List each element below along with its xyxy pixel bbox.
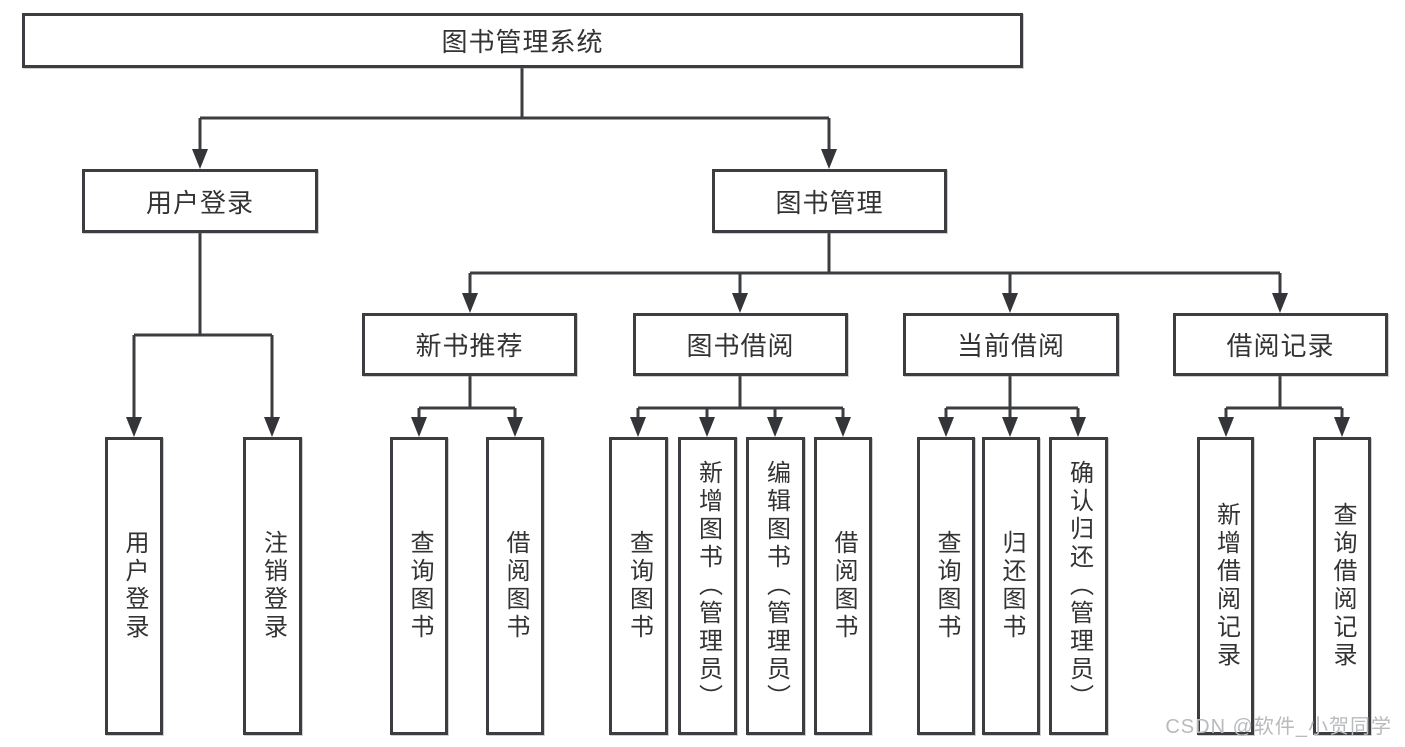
leaf-records-query-label: 查询借阅记录 (1329, 502, 1356, 670)
edge-new-books-to-leaves (411, 376, 523, 437)
node-new-books-label: 新书推荐 (415, 331, 524, 361)
node-new-books: 新书推荐 (362, 313, 577, 376)
edge-user-login-to-leaves (126, 233, 280, 437)
node-borrow-records: 借阅记录 (1173, 313, 1388, 376)
leaf-logout: 注销登录 (243, 437, 302, 735)
node-current-borrow: 当前借阅 (903, 313, 1119, 376)
leaf-borrow-edit: 编辑图书（管理员） (746, 437, 805, 735)
leaf-borrow-edit-label: 编辑图书（管理员） (762, 460, 790, 712)
leaf-borrow-add-label: 新增图书（管理员） (694, 460, 722, 712)
edge-current-borrow-to-leaves (938, 376, 1086, 437)
node-book-borrow: 图书借阅 (633, 313, 848, 376)
node-user-login-label: 用户登录 (145, 187, 254, 218)
leaf-borrow-query-label: 查询图书 (625, 530, 653, 642)
leaf-current-query-label: 查询图书 (933, 530, 960, 642)
leaf-newbooks-borrow-label: 借阅图书 (502, 530, 529, 642)
leaf-logout-label: 注销登录 (259, 530, 287, 642)
leaf-user-login: 用户登录 (105, 437, 163, 735)
node-book-borrow-label: 图书借阅 (686, 331, 795, 361)
leaf-borrow-borrow: 借阅图书 (814, 437, 872, 735)
leaf-records-add: 新增借阅记录 (1197, 437, 1254, 735)
node-root: 图书管理系统 (22, 13, 1023, 68)
leaf-newbooks-query-label: 查询图书 (406, 530, 433, 642)
leaf-borrow-borrow-label: 借阅图书 (830, 530, 857, 642)
node-user-login: 用户登录 (82, 169, 318, 233)
leaf-current-confirm-label: 确认归还（管理员） (1065, 460, 1093, 712)
leaf-records-query: 查询借阅记录 (1313, 437, 1371, 735)
leaf-current-query: 查询图书 (917, 437, 975, 735)
leaf-records-add-label: 新增借阅记录 (1212, 502, 1240, 670)
watermark: CSDN @软件_小贺同学 (1165, 716, 1392, 738)
leaf-newbooks-borrow: 借阅图书 (486, 437, 544, 735)
node-book-mgmt-label: 图书管理 (775, 187, 884, 218)
leaf-borrow-add: 新增图书（管理员） (678, 437, 737, 735)
node-borrow-records-label: 借阅记录 (1226, 331, 1335, 361)
edge-book-mgmt-to-level3 (462, 233, 1288, 313)
edge-root-to-level2 (192, 68, 837, 169)
edge-book-borrow-to-leaves (630, 376, 851, 437)
leaf-user-login-label: 用户登录 (121, 530, 148, 642)
leaf-current-return-label: 归还图书 (998, 530, 1025, 642)
leaf-current-return: 归还图书 (982, 437, 1040, 735)
node-book-mgmt: 图书管理 (712, 169, 947, 233)
leaf-newbooks-query: 查询图书 (390, 437, 448, 735)
leaf-current-confirm: 确认归还（管理员） (1049, 437, 1108, 735)
leaf-borrow-query: 查询图书 (609, 437, 668, 735)
node-root-label: 图书管理系统 (441, 27, 604, 57)
edge-borrow-records-to-leaves (1218, 376, 1350, 437)
node-current-borrow-label: 当前借阅 (956, 331, 1065, 361)
